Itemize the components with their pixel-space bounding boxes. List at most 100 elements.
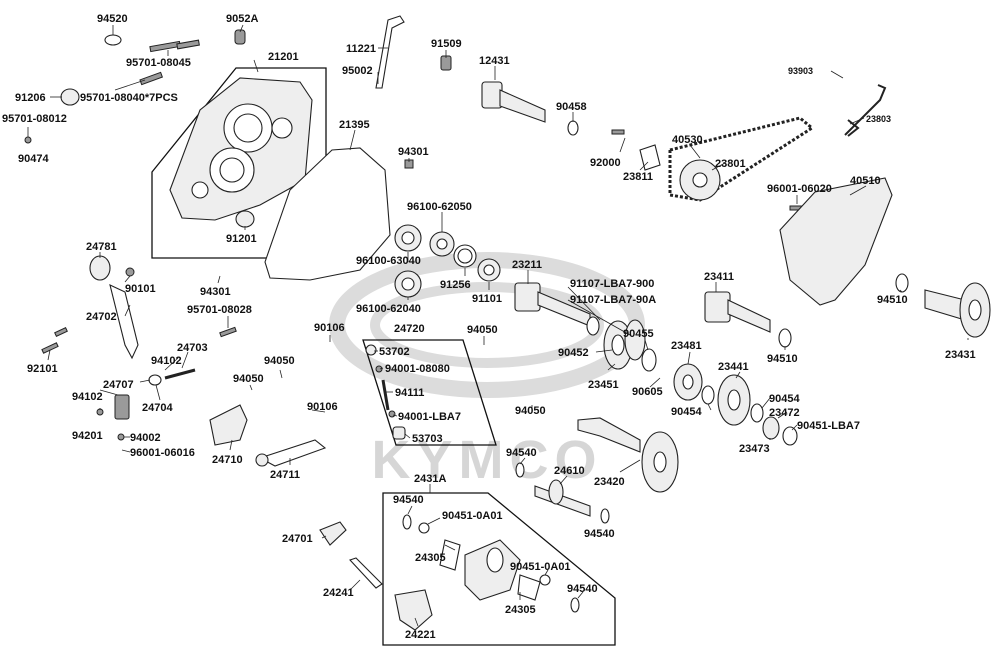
breather-pipe-part	[375, 15, 405, 89]
label-94050d: 94050	[515, 405, 546, 417]
label-23472: 23472	[769, 407, 800, 419]
label-94050c: 94050	[233, 373, 264, 385]
label-94510b: 94510	[877, 294, 908, 306]
washer-f-part	[539, 574, 551, 586]
watermark-text: KYMCO	[372, 430, 603, 490]
label-96001-06020: 96001-06020	[767, 183, 832, 195]
label-92101: 92101	[27, 363, 58, 375]
label-95002: 95002	[342, 65, 373, 77]
label-96100-62050: 96100-62050	[407, 201, 472, 213]
label-24702: 24702	[86, 311, 117, 323]
shaft-23211-part	[514, 282, 591, 327]
label-90454: 90454	[769, 393, 800, 405]
clip-a-part	[515, 462, 525, 478]
washer-e-part	[418, 522, 430, 534]
label-90474: 90474	[18, 153, 49, 165]
label-2431a: 2431A	[414, 473, 446, 485]
label-24781: 24781	[86, 241, 117, 253]
label-94540: 94540	[506, 447, 537, 459]
label-95701-08040: 95701-08040*7PCS	[80, 92, 178, 104]
label-90452: 90452	[558, 347, 589, 359]
label-93903: 93903	[788, 66, 813, 76]
label-40530: 40530	[672, 134, 703, 146]
shaft-24610-part	[534, 479, 591, 517]
label-95701-08028: 95701-08028	[187, 304, 252, 316]
circlip-90458-part	[567, 120, 579, 136]
gear-pedal-part	[89, 255, 139, 360]
label-12431: 12431	[479, 55, 510, 67]
label-94301: 94301	[398, 146, 429, 158]
gear-23431-part	[924, 282, 991, 338]
shift-fork-group-box	[382, 492, 616, 646]
shift-drum-parts	[365, 344, 406, 440]
label-21201: 21201	[268, 51, 299, 63]
circlip-94520-part	[104, 34, 122, 46]
label-90451-0a01b: 90451-0A01	[510, 561, 571, 573]
label-24707: 24707	[103, 379, 134, 391]
label-94001-lba7: 94001-LBA7	[398, 411, 461, 423]
oil-seal-91201-part	[235, 210, 255, 228]
label-91101: 91101	[472, 293, 502, 305]
label-24241: 24241	[323, 587, 354, 599]
label-94201: 94201	[72, 430, 103, 442]
label-24221: 24221	[405, 629, 436, 641]
label-23211: 23211	[512, 259, 542, 271]
label-94102b: 94102	[72, 391, 103, 403]
label-90454b: 90454	[671, 406, 702, 418]
label-11221: 11221	[346, 43, 376, 55]
bearing-group	[394, 224, 501, 298]
label-24305b: 24305	[505, 604, 536, 616]
label-9052a: 9052A	[226, 13, 258, 25]
label-94102: 94102	[151, 355, 182, 367]
label-94520: 94520	[97, 13, 128, 25]
washer-part	[586, 316, 600, 336]
label-24704: 24704	[142, 402, 173, 414]
label-24305: 24305	[415, 552, 446, 564]
label-23801: 23801	[715, 158, 746, 170]
label-90605: 90605	[632, 386, 663, 398]
label-95701-08012: 95701-08012	[2, 113, 67, 125]
bolt-group	[41, 39, 805, 354]
clip-c-part	[402, 514, 412, 530]
label-94540d: 94540	[567, 583, 598, 595]
label-95701-08045: 95701-08045	[126, 57, 191, 69]
label-94540c: 94540	[584, 528, 615, 540]
label-23811: 23811	[623, 171, 653, 183]
label-90455: 90455	[623, 328, 654, 340]
label-53702: 53702	[379, 346, 410, 358]
label-40510: 40510	[850, 175, 881, 187]
label-91509: 91509	[431, 38, 462, 50]
label-94050: 94050	[467, 324, 498, 336]
dowel-90474-part	[24, 136, 32, 144]
shift-fork-24701-part	[319, 521, 347, 546]
label-96100-63040: 96100-63040	[356, 255, 421, 267]
label-90458: 90458	[556, 101, 587, 113]
label-53703: 53703	[412, 433, 443, 445]
label-94510: 94510	[767, 353, 798, 365]
label-91107-lba7-900: 91107-LBA7-900	[570, 278, 654, 290]
label-91256: 91256	[440, 279, 471, 291]
leader-lines	[27, 24, 969, 627]
label-96100-62040: 96100-62040	[356, 303, 421, 315]
label-94301b: 94301	[200, 286, 231, 298]
label-94111: 94111	[395, 387, 424, 399]
label-24701: 24701	[282, 533, 313, 545]
label-94050b: 94050	[264, 355, 295, 367]
oil-seal-91206-part	[60, 88, 80, 106]
bracket-24710-part	[209, 404, 248, 446]
label-94540b: 94540	[393, 494, 424, 506]
label-90101: 90101	[125, 283, 156, 295]
chain-cover-part	[779, 177, 893, 306]
label-94001-08080: 94001-08080	[385, 363, 450, 375]
label-23481: 23481	[671, 340, 702, 352]
block-24707-part	[114, 394, 130, 420]
chain-sprocket-part	[639, 116, 815, 202]
label-24703: 24703	[177, 342, 208, 354]
label-24610: 24610	[554, 465, 585, 477]
label-92000: 92000	[590, 157, 621, 169]
gear-cluster-part	[603, 319, 798, 446]
label-23431: 23431	[945, 349, 976, 361]
shaft-23411-part	[704, 291, 771, 333]
label-23441: 23441	[718, 361, 749, 373]
